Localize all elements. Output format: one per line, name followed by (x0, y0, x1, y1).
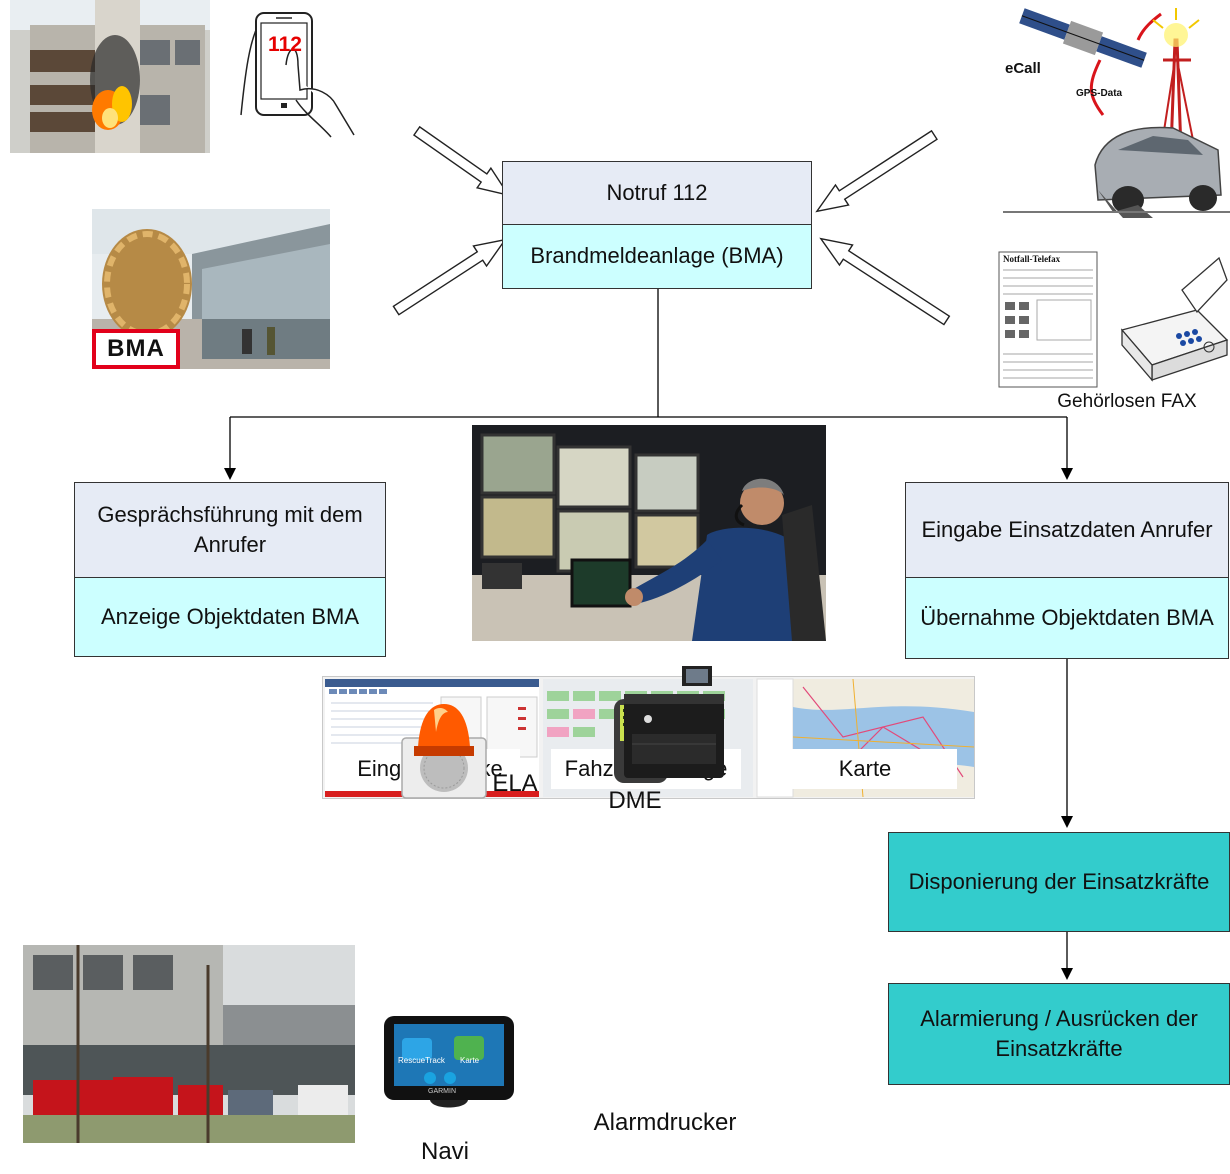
node-alarmierung: Alarmierung / Ausrücken der Einsatzkräft… (888, 983, 1230, 1085)
node-notruf: Notruf 112 (502, 161, 812, 225)
gps-data-label: GPS-Data (1076, 88, 1123, 99)
crashed-car-icon (1094, 126, 1222, 218)
satellite-icon (1019, 8, 1147, 68)
arrow-phone-to-notruf (412, 125, 511, 197)
fax-caption: Gehörlosen FAX (1057, 391, 1197, 412)
fax-form-title: Notfall-Telefax (1003, 254, 1061, 264)
burning-building-photo (10, 0, 210, 153)
arrow-bma-to-notruf (392, 238, 507, 316)
device-label-alarmdrucker: Alarmdrucker (593, 1109, 737, 1136)
dispatcher-photo (472, 425, 826, 641)
phone-number-112: 112 (268, 33, 302, 56)
printer-icon (618, 664, 730, 780)
ela-speaker-icon (398, 702, 490, 800)
fire-station-photo (23, 945, 355, 1143)
device-label-navi: Navi (420, 1138, 469, 1165)
bma-building-photo: BMA (92, 209, 330, 369)
ecall-label: eCall (1005, 60, 1041, 77)
fax-illustration: Notfall-Telefax (997, 250, 1230, 390)
screen-label-karte: Karte (773, 749, 957, 789)
node-brandmeldeanlage: Brandmeldeanlage (BMA) (502, 224, 812, 289)
ecall-illustration: eCall GPS-Data (1003, 0, 1230, 220)
node-gespraechsfuehrung: Gesprächsführung mit dem Anrufer (74, 482, 386, 578)
node-anzeige-objektdaten: Anzeige Objektdaten BMA (74, 577, 386, 657)
bma-badge: BMA (92, 329, 180, 369)
fax-form-icon (998, 251, 1098, 388)
arrow-fax-to-notruf (819, 237, 951, 326)
fax-machine-icon (1120, 256, 1229, 382)
navi-app-karte: Karte (460, 1056, 480, 1065)
device-label-dme: DME (608, 787, 662, 814)
navi-app-rescuetrack: RescueTrack (398, 1056, 445, 1065)
node-uebernahme-objektdaten: Übernahme Objektdaten BMA (905, 577, 1229, 659)
phone-hand-illustration: 112 (236, 5, 358, 140)
navi-brand: GARMIN (428, 1088, 456, 1095)
navi-device-icon: RescueTrack Karte GARMIN (380, 1012, 518, 1112)
arrow-ecall-to-notruf (815, 129, 938, 213)
node-eingabe-einsatzdaten: Eingabe Einsatzdaten Anrufer (905, 482, 1229, 578)
node-disponierung: Disponierung der Einsatzkräfte (888, 832, 1230, 932)
device-label-ela: ELA (492, 770, 538, 797)
